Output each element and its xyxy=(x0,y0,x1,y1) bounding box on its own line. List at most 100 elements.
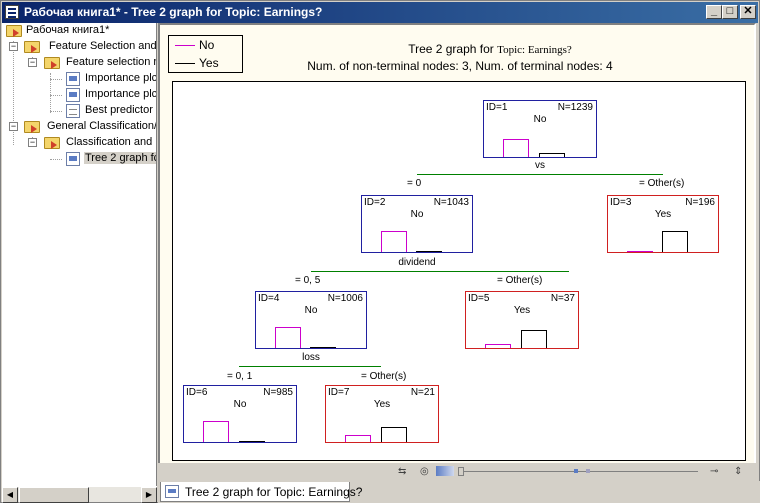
split-variable-label: dividend xyxy=(398,257,436,268)
node-bar-no xyxy=(503,139,529,157)
node-class-label: Yes xyxy=(513,305,531,316)
graph-document-icon xyxy=(66,72,80,86)
node-class-label: No xyxy=(233,399,247,410)
tree-item-tree-2-graph[interactable]: Tree 2 graph fc xyxy=(4,151,156,167)
node-bar-yes xyxy=(662,231,688,252)
node-id-label: ID=3 xyxy=(610,197,632,208)
node-bar-no xyxy=(485,344,511,348)
zoom-slider-knob[interactable] xyxy=(458,467,464,476)
graph-status-bar: ⇆ ◎ ⊸ ⇕ xyxy=(158,463,756,480)
minimize-button[interactable]: _ xyxy=(706,5,722,19)
node-n-label: N=196 xyxy=(685,197,715,208)
tab-tree-2-graph[interactable]: Tree 2 graph for Topic: Earnings? xyxy=(160,482,362,502)
node-bar-no xyxy=(275,327,301,348)
tree-item-label: Importance plc xyxy=(85,88,157,100)
branch-label-left: = 0, 5 xyxy=(295,275,321,286)
legend-swatch-yes xyxy=(175,63,195,64)
zoom-marker-icon xyxy=(574,469,578,473)
scroll-thumb[interactable] xyxy=(19,487,89,503)
maximize-button[interactable]: □ xyxy=(722,5,738,19)
node-class-label: No xyxy=(533,114,547,125)
split-line xyxy=(417,174,663,175)
graph-canvas: No Yes Tree 2 graph for Topic: Earnings?… xyxy=(160,25,754,478)
branch-label-right: = Other(s) xyxy=(639,178,685,189)
pan-icon[interactable]: ⇆ xyxy=(398,466,407,477)
graph-window: No Yes Tree 2 graph for Topic: Earnings?… xyxy=(158,23,756,480)
tree-item-label: Feature selection r xyxy=(66,56,157,68)
folder-icon xyxy=(24,121,40,133)
node-n-label: N=1043 xyxy=(433,197,469,208)
graph-document-icon xyxy=(165,485,179,498)
legend-label-no: No xyxy=(199,38,215,52)
tab-label: Tree 2 graph for Topic: Earnings? xyxy=(185,485,363,499)
node-class-label: No xyxy=(304,305,318,316)
legend-swatch-no xyxy=(175,45,195,46)
graph-document-icon xyxy=(66,152,80,166)
split-variable-label: loss xyxy=(302,352,320,363)
scroll-left-icon[interactable]: ◀ xyxy=(2,487,18,503)
legend-label-yes: Yes xyxy=(199,56,219,70)
tree-item-importance-plot-1[interactable]: Importance plc xyxy=(4,71,156,87)
node-bar-yes xyxy=(416,251,442,252)
node-id-label: ID=7 xyxy=(328,387,350,398)
collapse-icon[interactable]: − xyxy=(9,41,18,51)
node-id-label: ID=6 xyxy=(186,387,208,398)
node-class-label: No xyxy=(410,209,424,220)
collapse-icon[interactable]: − xyxy=(28,57,37,67)
split-line xyxy=(311,271,569,272)
chart-subtitle: Num. of non-terminal nodes: 3, Num. of t… xyxy=(307,59,613,73)
collapse-icon[interactable]: − xyxy=(28,137,37,147)
chart-title-topic: Topic: Earnings? xyxy=(497,44,572,56)
workbook-app-icon xyxy=(5,5,19,19)
tree-item-feature-selection-results[interactable]: − Feature selection r xyxy=(4,55,156,71)
node-n-label: N=37 xyxy=(550,293,575,304)
node-n-label: N=1006 xyxy=(327,293,363,304)
node-n-label: N=21 xyxy=(410,387,435,398)
branch-label-right: = Other(s) xyxy=(361,371,407,382)
node-id-label: ID=5 xyxy=(468,293,490,304)
tree-item-classification-results[interactable]: − Classification and F xyxy=(4,135,156,151)
chart-legend: No Yes xyxy=(168,35,243,73)
split-line xyxy=(239,366,381,367)
node-class-label: Yes xyxy=(654,209,672,220)
close-button[interactable]: ✕ xyxy=(740,5,756,19)
node-bar-yes xyxy=(239,441,265,442)
color-scale-icon xyxy=(436,466,454,476)
zoom-icon[interactable]: ◎ xyxy=(420,466,429,477)
zoom-slider-track[interactable] xyxy=(458,471,698,472)
node-bar-no xyxy=(345,435,371,442)
scroll-right-icon[interactable]: ▶ xyxy=(141,487,157,503)
tree-horizontal-scrollbar[interactable]: ◀ ▶ xyxy=(2,486,157,503)
tree-root-label: Рабочая книга1* xyxy=(26,24,110,36)
tree-item-best-predictor[interactable]: Best predictor xyxy=(4,103,156,119)
title-bar[interactable]: Рабочая книга1* - Tree 2 graph for Topic… xyxy=(2,2,758,23)
node-id-label: ID=2 xyxy=(364,197,386,208)
branch-label-left: = 0, 1 xyxy=(227,371,253,382)
tree-item-label: Classification and F xyxy=(66,136,157,148)
tree-item-label: General Classification/F xyxy=(47,120,157,132)
key-icon[interactable]: ⊸ xyxy=(710,466,719,477)
tree-item-feature-selection[interactable]: − Feature Selection and xyxy=(4,39,156,55)
folder-icon xyxy=(44,137,60,149)
document-tab-bar: Tree 2 graph for Topic: Earnings? xyxy=(158,481,760,503)
tree-item-general-classification[interactable]: − General Classification/F xyxy=(4,119,156,135)
collapse-icon[interactable]: − xyxy=(9,121,18,131)
split-variable-label: vs xyxy=(535,160,545,171)
window-title: Рабочая книга1* - Tree 2 graph for Topic… xyxy=(24,5,323,19)
collapse-up-icon[interactable]: ⇕ xyxy=(734,466,743,477)
node-n-label: N=1239 xyxy=(557,102,593,113)
node-class-label: Yes xyxy=(373,399,391,410)
chart-title: Tree 2 graph for Topic: Earnings? xyxy=(360,42,620,56)
node-id-label: ID=4 xyxy=(258,293,280,304)
tree-item-importance-plot-2[interactable]: Importance plc xyxy=(4,87,156,103)
tree-root[interactable]: Рабочая книга1* xyxy=(4,23,154,39)
